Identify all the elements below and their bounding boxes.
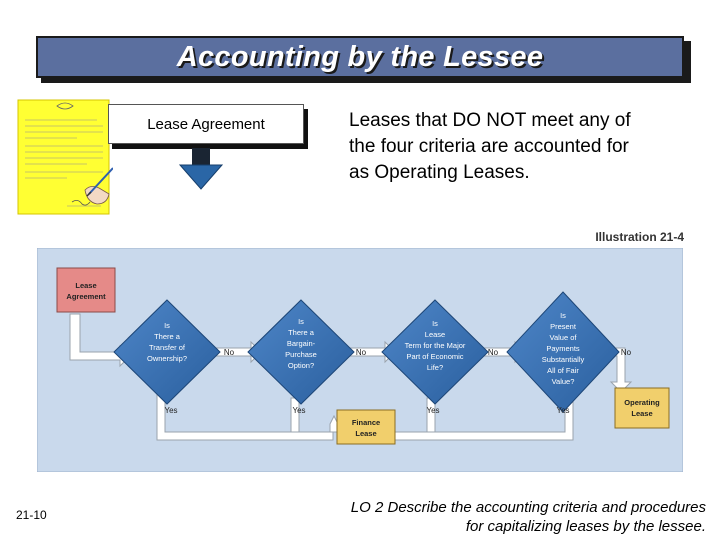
q2-line-2: There a — [288, 328, 315, 337]
criterion-2-diamond — [247, 299, 355, 405]
q2-line-3: Bargain- — [287, 339, 316, 348]
learning-objective-line-1: LO 2 Describe the accounting criteria an… — [350, 499, 706, 516]
start-box-line-2: Agreement — [66, 292, 106, 301]
learning-objective-line-2: for capitalizing leases by the lessee. — [465, 518, 706, 535]
q1-line-4: Ownership? — [147, 354, 187, 363]
q4-line-5: Substantially — [542, 355, 585, 364]
down-arrow-icon — [178, 148, 224, 190]
no-label-4: No — [621, 348, 632, 357]
illustration-reference: Illustration 21-4 — [595, 230, 684, 244]
criterion-4-diamond — [506, 291, 620, 413]
q2-line-1: Is — [298, 317, 304, 326]
start-box-line-1: Lease — [75, 281, 96, 290]
lease-agreement-box: Lease Agreement — [108, 104, 304, 144]
q3-line-5: Life? — [427, 363, 443, 372]
operating-line-2: Lease — [631, 409, 652, 418]
yes-return-arrow — [156, 385, 574, 441]
no-label-3: No — [488, 348, 499, 357]
q4-line-2: Present — [550, 322, 577, 331]
q3-line-2: Lease — [425, 330, 445, 339]
yes-label-3: Yes — [426, 406, 439, 415]
q1-line-3: Transfer of — [149, 343, 186, 352]
q1-line-1: Is — [164, 321, 170, 330]
q4-line-7: Value? — [552, 377, 575, 386]
q3-line-4: Part of Economic — [406, 352, 463, 361]
finance-lease-box — [336, 409, 396, 445]
criterion-1-diamond — [113, 299, 221, 405]
no-label-2: No — [356, 348, 367, 357]
operating-lease-box — [614, 387, 670, 429]
start-box — [56, 267, 116, 313]
lease-agreement-label: Lease Agreement — [147, 115, 265, 133]
q4-line-1: Is — [560, 311, 566, 320]
yes-label-2: Yes — [292, 406, 305, 415]
q1-line-2: There a — [154, 332, 181, 341]
page-number: 21-10 — [16, 508, 47, 522]
yes-label-4: Yes — [556, 406, 569, 415]
slide-title: Accounting by the Lessee — [176, 40, 544, 73]
q3-line-1: Is — [432, 319, 438, 328]
operating-line-1: Operating — [624, 398, 660, 407]
q4-line-3: Value of — [550, 333, 578, 342]
yes-q2-connector — [290, 397, 300, 433]
q4-line-4: Payments — [546, 344, 580, 353]
title-bar: Accounting by the Lessee — [36, 36, 684, 78]
main-text: Leases that DO NOT meet any of the four … — [349, 110, 631, 183]
criterion-3-diamond — [381, 299, 489, 405]
lease-document-icon — [17, 99, 113, 215]
no-label-1: No — [224, 348, 235, 357]
finance-line-1: Finance — [352, 418, 380, 427]
q4-line-6: All of Fair — [547, 366, 579, 375]
finance-line-2: Lease — [355, 429, 376, 438]
q2-line-4: Purchase — [285, 350, 317, 359]
learning-objective: LO 2 Describe the accounting criteria an… — [280, 498, 706, 536]
q3-line-3: Term for the Major — [405, 341, 466, 350]
q2-line-5: Option? — [288, 361, 314, 370]
lease-criteria-flowchart: Lease Agreement Is There a Transfer of O… — [37, 248, 683, 472]
yes-label-1: Yes — [164, 406, 177, 415]
